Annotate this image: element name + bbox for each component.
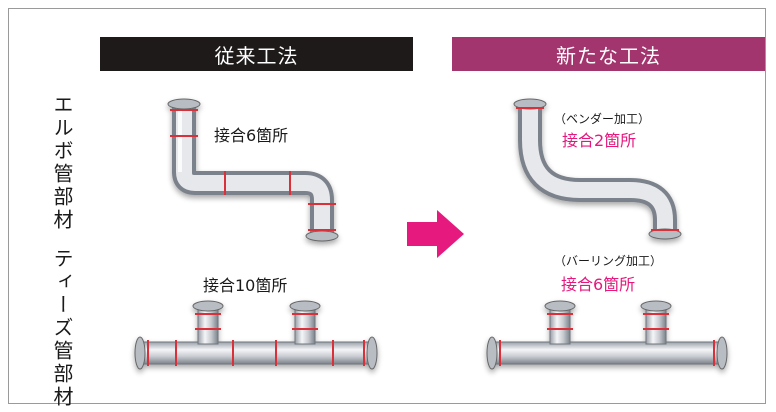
row-label-elbow: エルボ管部材 <box>50 94 74 232</box>
label-elbow-new-joints: 接合2箇所 <box>562 131 637 150</box>
label-tee-new-process: （バーリング加工） <box>554 254 663 268</box>
header-new-method: 新たな工法 <box>452 37 765 71</box>
elbow-pipe-icon <box>513 98 682 240</box>
label-tee-conventional-joints: 接合10箇所 <box>203 276 288 295</box>
tee-pipe-icon <box>486 300 728 370</box>
header-conventional-method: 従来工法 <box>100 37 413 71</box>
right-arrow-icon <box>407 210 464 258</box>
joint-marks-tee-conventional <box>147 313 365 366</box>
joint-marks-elbow-new <box>516 107 679 231</box>
row-label-tee: ティーズ管部材 <box>50 248 74 409</box>
label-elbow-new-process: （ベンダー加工） <box>554 112 651 126</box>
elbow-pipe-icon <box>167 98 339 242</box>
label-tee-new-joints: 接合6箇所 <box>561 275 636 294</box>
diagram-frame <box>8 8 766 404</box>
joint-marks-elbow-conventional <box>170 109 336 231</box>
joint-marks-tee-new <box>499 313 715 366</box>
tee-pipe-icon <box>134 300 378 370</box>
label-elbow-conventional-joints: 接合6箇所 <box>214 126 289 145</box>
